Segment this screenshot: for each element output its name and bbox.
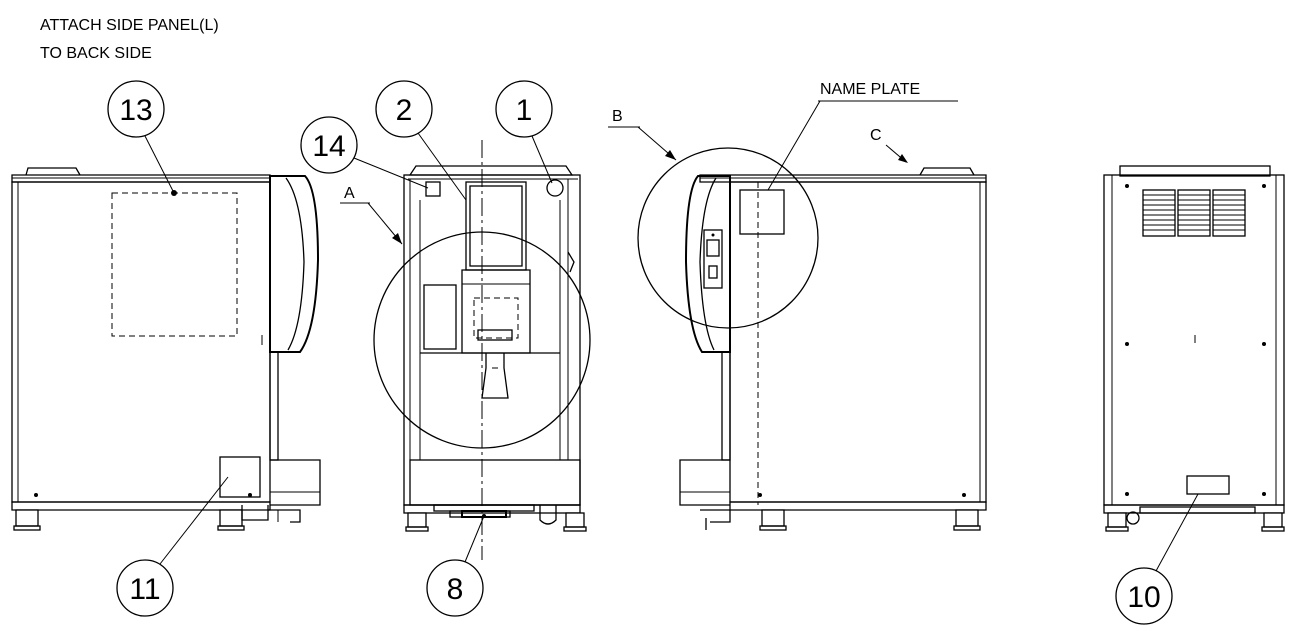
callout-number: 13 xyxy=(119,94,152,127)
left-side-view xyxy=(11,167,321,531)
callout-number: 8 xyxy=(447,573,464,606)
view-a-arrowhead xyxy=(392,233,402,244)
note-name-plate: NAME PLATE xyxy=(820,81,920,98)
note-to-back-side: TO BACK SIDE xyxy=(40,45,152,62)
callout-number: 2 xyxy=(396,94,413,127)
callout-8: 8 xyxy=(426,515,485,617)
view-b-arrowhead xyxy=(665,150,676,160)
detail-circle-b xyxy=(637,147,819,329)
callout-number: 14 xyxy=(312,130,345,163)
callout-number: 11 xyxy=(129,573,160,606)
callout-2: 2 xyxy=(375,80,467,201)
vent-louvers xyxy=(1142,189,1246,237)
callout-11: 11 xyxy=(116,476,229,617)
view-letter-b: B xyxy=(612,108,623,125)
callout-14: 14 xyxy=(300,116,429,189)
back-view xyxy=(1103,165,1285,532)
callout-13: 13 xyxy=(107,80,175,194)
front-view xyxy=(403,140,587,560)
view-c-arrowhead xyxy=(898,154,908,163)
view-letter-a: A xyxy=(344,185,355,202)
right-side-view xyxy=(679,167,987,531)
callout-10: 10 xyxy=(1115,493,1199,625)
callout-number: 1 xyxy=(516,94,533,127)
callout-1: 1 xyxy=(495,80,553,184)
detail-circle-a xyxy=(373,231,591,449)
view-letter-c: C xyxy=(870,127,882,144)
callout-number: 10 xyxy=(1127,581,1160,614)
note-attach-side-panel: ATTACH SIDE PANEL(L) xyxy=(40,17,219,34)
